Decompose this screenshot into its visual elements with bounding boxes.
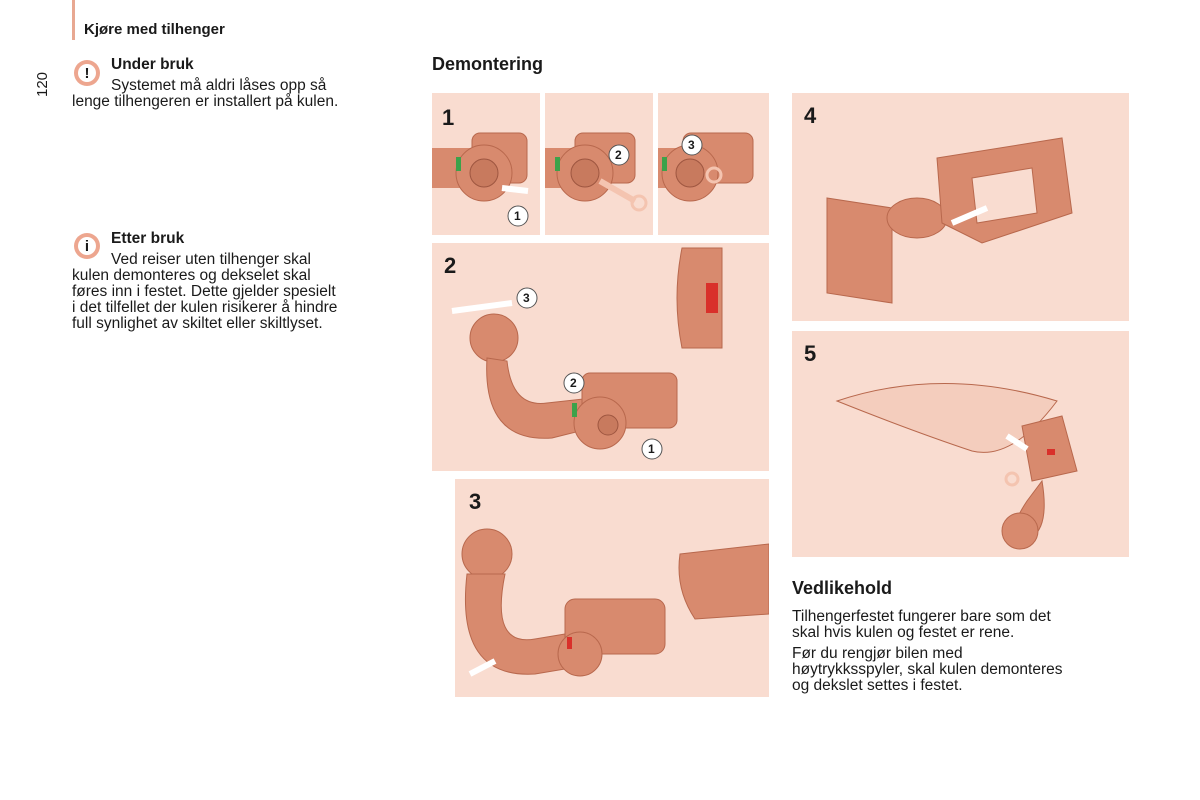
figure-5-panel: 5 (792, 331, 1129, 557)
figure-5-label: 5 (804, 341, 816, 366)
vedlikehold-line: høytrykksspyler, skal kulen demonteres (792, 661, 1063, 678)
figure-1-label: 1 (442, 105, 454, 130)
figure-2-panel: 2 3 2 1 (432, 243, 769, 471)
vedlikehold-line: Før du rengjør bilen med (792, 645, 963, 662)
vedlikehold-line: og dekslet settes i festet. (792, 677, 963, 694)
note-line: kulen demonteres og dekselet skal (72, 267, 311, 284)
header-accent-bar (72, 0, 75, 40)
page-header-title: Kjøre med tilhenger (84, 21, 225, 38)
figure-4-label: 4 (804, 103, 817, 128)
figure-3-panel: 3 (455, 479, 769, 697)
figure-1a-panel: 1 1 (432, 93, 540, 235)
figure-5-illustration: 5 (804, 341, 1078, 550)
figure-2-step-1: 1 (648, 442, 655, 456)
vedlikehold-line: skal hvis kulen og festet er rene. (792, 624, 1015, 641)
info-icon-glyph: i (78, 237, 96, 255)
figure-4-panel: 4 (792, 93, 1129, 321)
figure-2-label: 2 (444, 253, 456, 278)
page-number: 120 (34, 71, 52, 98)
figure-1c-panel: 3 (658, 93, 769, 235)
figure-1b-panel: 2 (545, 93, 653, 235)
figure-2-illustration: 2 3 2 1 (444, 247, 723, 460)
figure-1b-illustration: 2 (545, 132, 648, 212)
note-title-etter-bruk: Etter bruk (111, 230, 185, 247)
figure-1-step-a: 1 (514, 209, 521, 223)
note-title-under-bruk: Under bruk (111, 56, 194, 73)
figure-3-illustration: 3 (461, 489, 769, 677)
figure-4-illustration: 4 (804, 103, 1073, 304)
figure-1c-illustration: 3 (658, 132, 754, 202)
note-line: Systemet må aldri låses opp så (111, 77, 327, 94)
note-line: lenge tilhengeren er installert på kulen… (72, 93, 339, 110)
info-icon: i (74, 233, 100, 259)
warning-icon-glyph: ! (78, 64, 96, 82)
figure-1-step-c: 3 (688, 138, 695, 152)
warning-icon: ! (74, 60, 100, 86)
section-title-vedlikehold: Vedlikehold (792, 578, 893, 598)
note-line: i det tilfellet der kulen risikerer å hi… (72, 299, 338, 316)
section-title-demontering: Demontering (432, 54, 544, 74)
vedlikehold-line: Tilhengerfestet fungerer bare som det (792, 608, 1051, 625)
figure-3-label: 3 (469, 489, 481, 514)
figure-1a-illustration: 1 1 (432, 105, 529, 227)
note-line: føres inn i festet. Dette gjelder spesie… (72, 283, 336, 300)
note-line: Ved reiser uten tilhenger skal (111, 251, 311, 268)
figure-2-step-3: 3 (523, 291, 530, 305)
note-line: full synlighet av skiltet eller skiltlys… (72, 315, 323, 332)
figure-1-step-b: 2 (615, 148, 622, 162)
figure-2-step-2: 2 (570, 376, 577, 390)
